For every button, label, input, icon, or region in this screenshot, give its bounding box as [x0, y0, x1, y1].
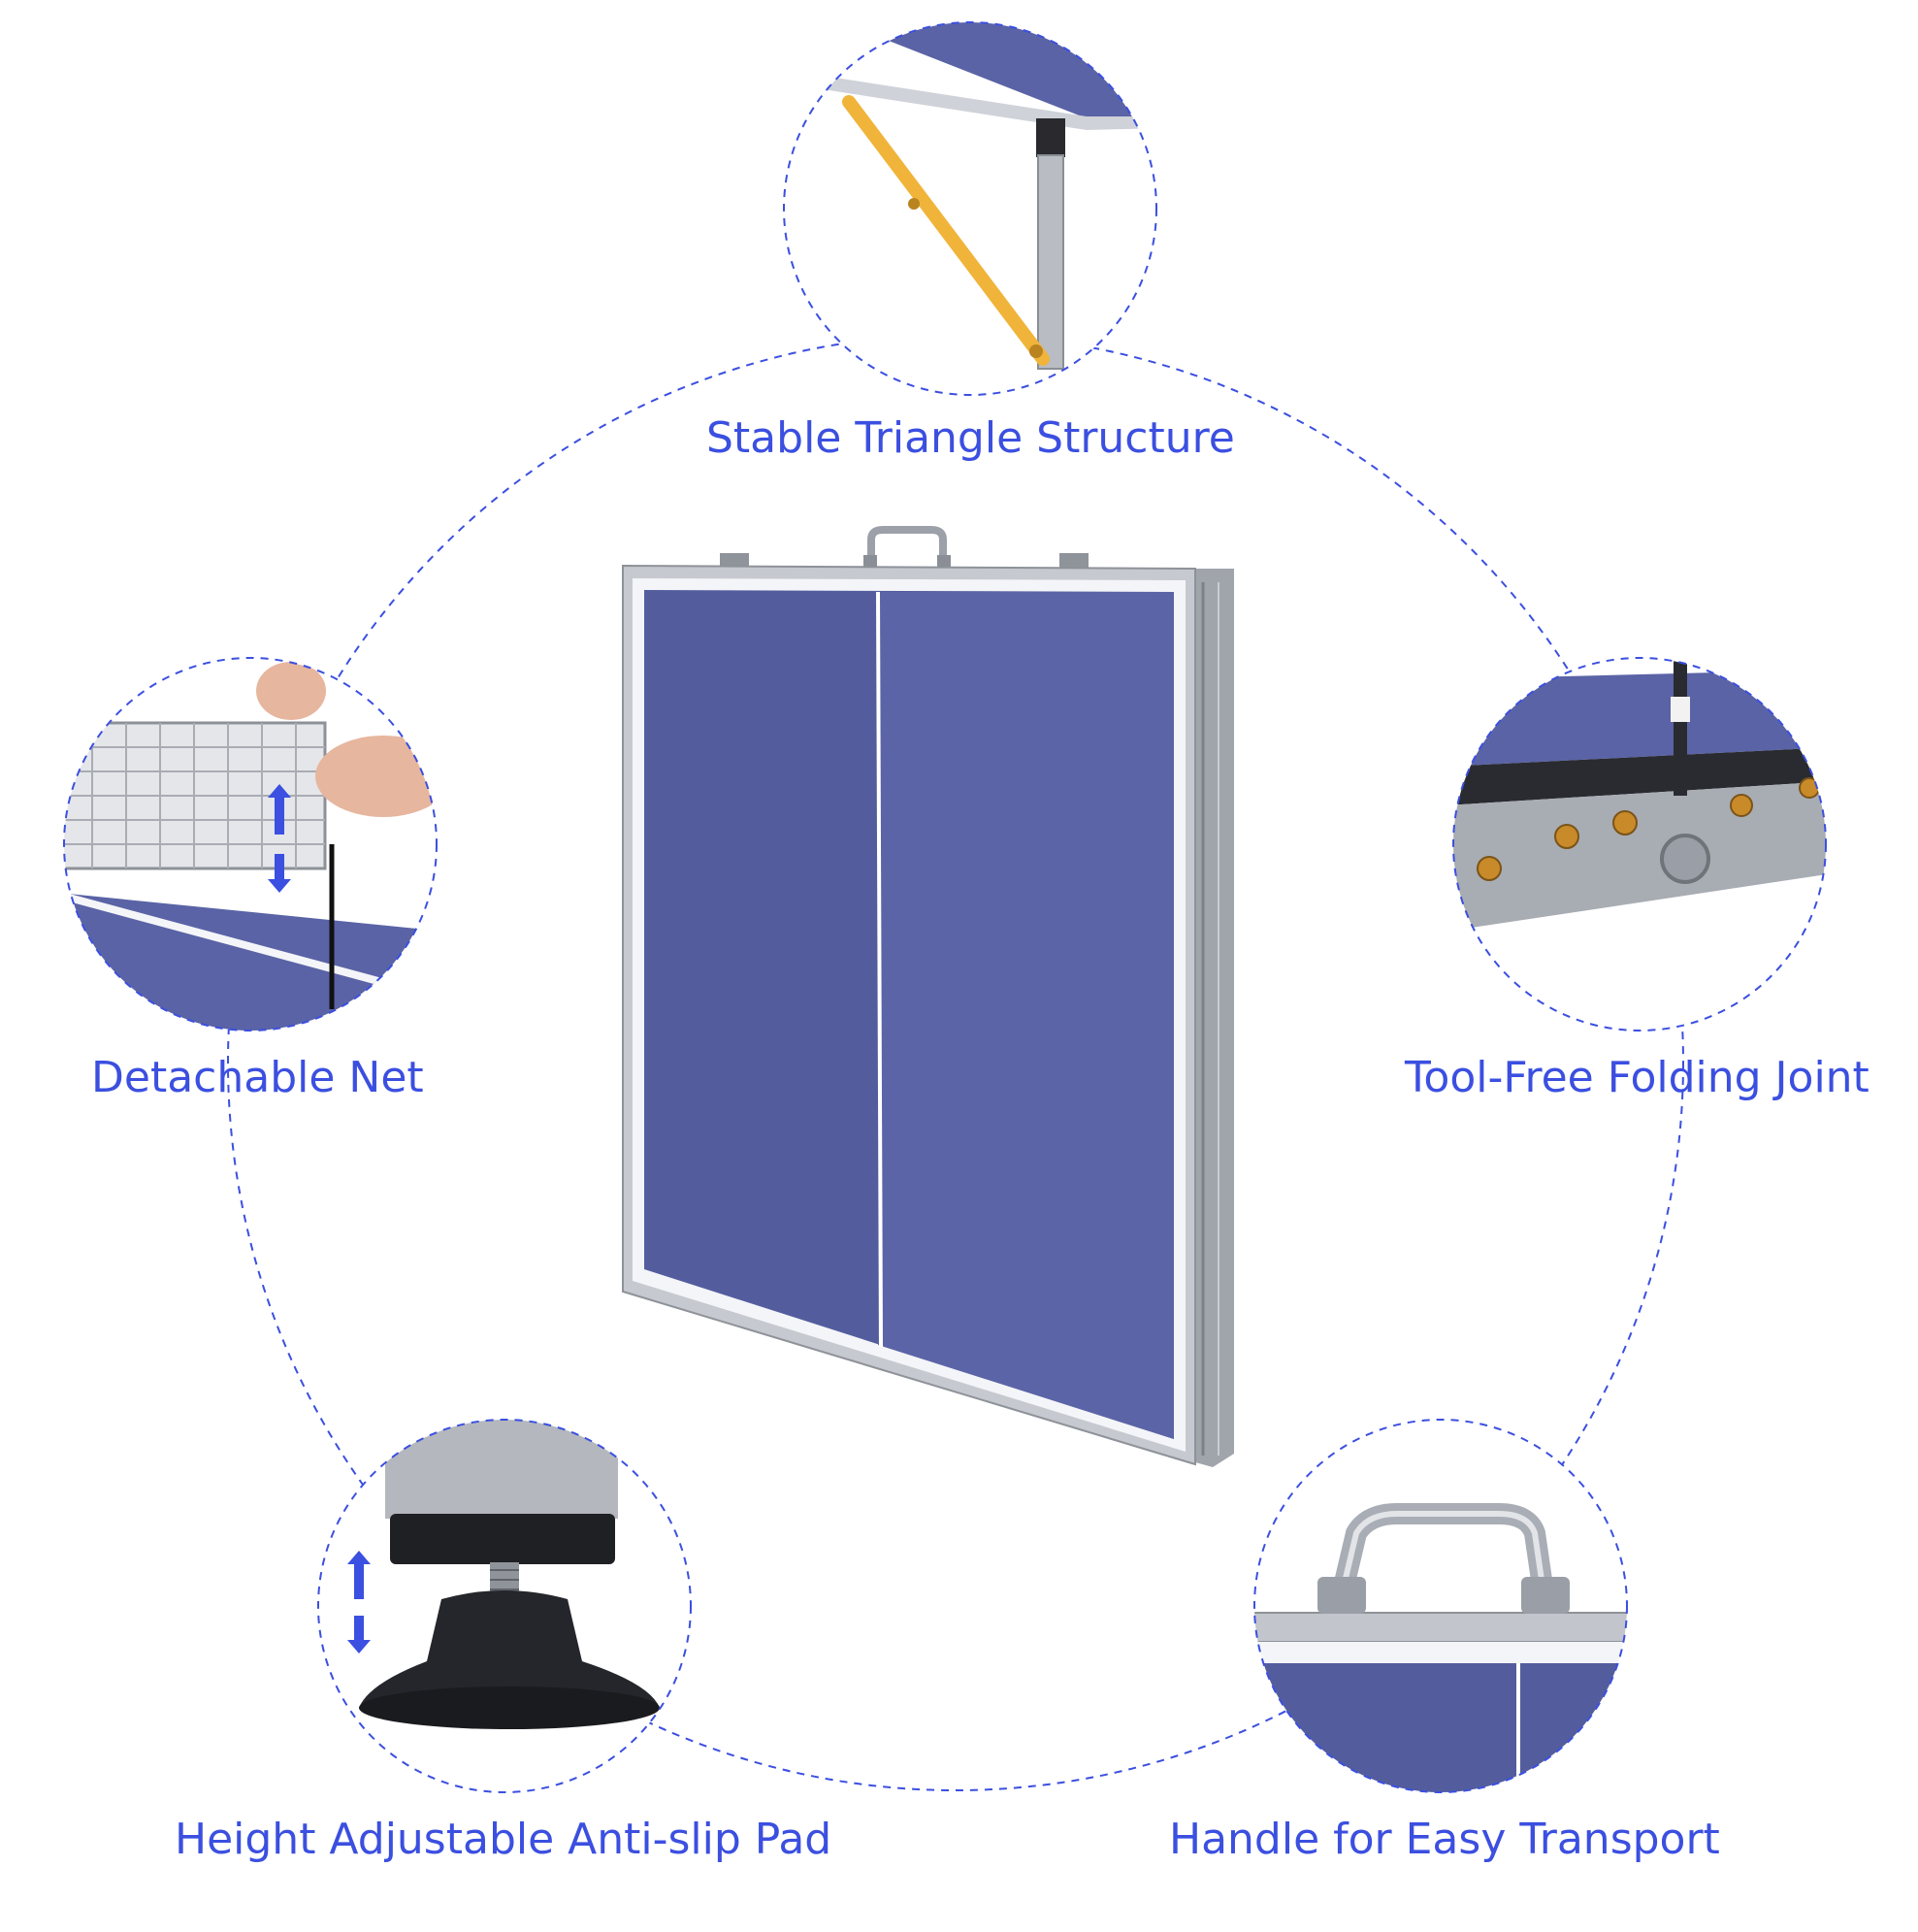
tool-free-folding-joint-image — [1452, 657, 1827, 1031]
label-height-adjustable-anti-slip-pad: Height Adjustable Anti-slip Pad — [175, 1815, 832, 1864]
label-detachable-net: Detachable Net — [91, 1053, 424, 1102]
handle-for-easy-transport-image — [1253, 1419, 1628, 1793]
label-handle-for-easy-transport: Handle for Easy Transport — [1169, 1815, 1720, 1864]
folded-table-image — [622, 526, 1234, 1467]
connector-ring — [227, 334, 1684, 1791]
label-tool-free-folding-joint: Tool-Free Folding Joint — [1405, 1053, 1869, 1102]
stable-triangle-structure-image — [783, 21, 1157, 396]
label-stable-triangle-structure: Stable Triangle Structure — [706, 413, 1235, 463]
height-adjustable-anti-slip-pad-image — [317, 1419, 692, 1793]
detachable-net-image — [63, 657, 438, 1031]
